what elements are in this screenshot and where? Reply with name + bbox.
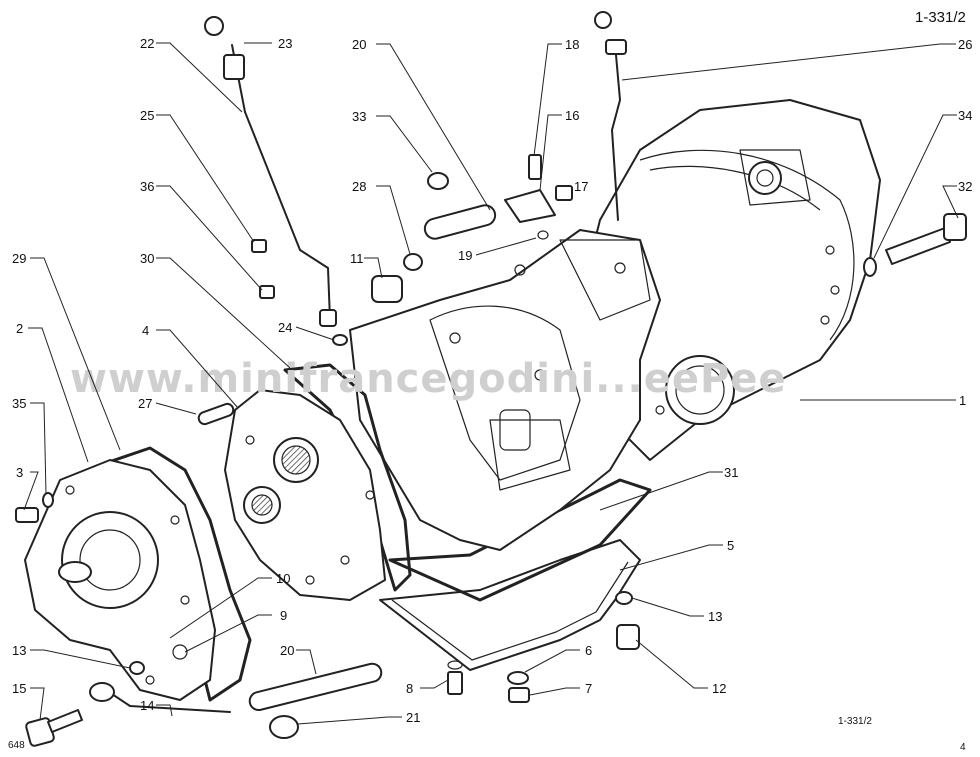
bolt-8	[447, 671, 463, 695]
oil-sump-pan	[379, 539, 641, 671]
pin-27	[197, 402, 235, 426]
callout-14: 14	[140, 698, 154, 713]
callout-26: 26	[958, 37, 972, 52]
callout-5: 5	[727, 538, 734, 553]
clip-21	[269, 715, 299, 739]
callout-31: 31	[724, 465, 738, 480]
watermark: www.minifrancegodini...eePee	[70, 356, 787, 402]
callout-9: 9	[280, 608, 287, 623]
callout-36: 36	[140, 179, 154, 194]
callout-8: 8	[406, 681, 413, 696]
breather-tube	[594, 11, 627, 221]
switch-11	[371, 275, 403, 303]
end-cover-housing	[24, 459, 216, 701]
callout-4: 4	[142, 323, 149, 338]
bracket-16	[504, 189, 556, 223]
washer-35	[42, 492, 54, 508]
callout-3: 3	[16, 465, 23, 480]
callout-18: 18	[565, 37, 579, 52]
callout-32: 32	[958, 179, 972, 194]
callout-1: 1	[959, 393, 966, 408]
callout-11: 11	[350, 251, 364, 266]
callout-24: 24	[278, 320, 292, 335]
intermediate-housing	[224, 389, 386, 601]
page-marker: 4	[960, 742, 966, 753]
leader-lines	[23, 42, 959, 725]
bolt-32-head	[943, 213, 967, 241]
callout-labels: 22 23 25 36 29 30 2 4 35 27 3 24 20 33 2…	[12, 36, 972, 725]
callout-35: 35	[12, 396, 26, 411]
washer-19	[537, 230, 549, 240]
washer-13-left	[129, 661, 145, 675]
callout-25: 25	[140, 108, 154, 123]
banjo-14	[89, 682, 115, 702]
plug-9	[172, 644, 188, 660]
callout-13-right: 13	[708, 609, 722, 624]
rubber-sleeve-20-upper	[423, 204, 497, 240]
rubber-sleeve-20-lower	[248, 662, 383, 712]
callout-33: 33	[352, 109, 366, 124]
callout-30: 30	[140, 251, 154, 266]
callout-20-upper: 20	[352, 37, 366, 52]
callout-21: 21	[406, 710, 420, 725]
callout-22: 22	[140, 36, 154, 51]
figure-reference: 1-331/2	[915, 9, 966, 26]
callout-12: 12	[712, 681, 726, 696]
callout-20-lower: 20	[280, 643, 294, 658]
callout-13-left: 13	[12, 643, 26, 658]
figure-reference-bottom: 1-331/2	[838, 716, 872, 727]
callout-2: 2	[16, 321, 23, 336]
callout-27: 27	[138, 396, 152, 411]
bolt-32-shank	[885, 227, 951, 265]
drain-plug-12	[616, 624, 640, 650]
callout-16: 16	[565, 108, 579, 123]
small-hardware	[15, 154, 967, 747]
transmission-main-case	[579, 99, 881, 461]
bolt-17	[555, 185, 573, 201]
washer-13-right	[615, 591, 633, 605]
callout-7: 7	[585, 681, 592, 696]
seal-24	[332, 334, 348, 346]
bolt-3	[15, 507, 39, 523]
bolt-15-shank	[47, 709, 83, 733]
callout-6: 6	[585, 643, 592, 658]
callout-34: 34	[958, 108, 972, 123]
screw-36	[259, 285, 275, 299]
callout-28: 28	[352, 179, 366, 194]
valve-body-housing	[349, 229, 661, 551]
nut-7	[508, 687, 530, 703]
callout-15: 15	[12, 681, 26, 696]
callout-23: 23	[278, 36, 292, 51]
callout-29: 29	[12, 251, 26, 266]
sump-gasket	[388, 478, 652, 602]
washer-6	[507, 671, 529, 685]
callout-10: 10	[276, 571, 290, 586]
washer-28	[403, 253, 423, 271]
screw-25	[251, 239, 267, 253]
washer-34	[863, 257, 877, 277]
connector-18	[528, 154, 542, 180]
washer-8	[447, 660, 463, 670]
corner-code: 648	[8, 740, 25, 751]
seal-ring-33	[427, 172, 449, 190]
callout-19: 19	[458, 248, 472, 263]
callout-17: 17	[574, 179, 588, 194]
dipstick-tube	[204, 16, 337, 327]
